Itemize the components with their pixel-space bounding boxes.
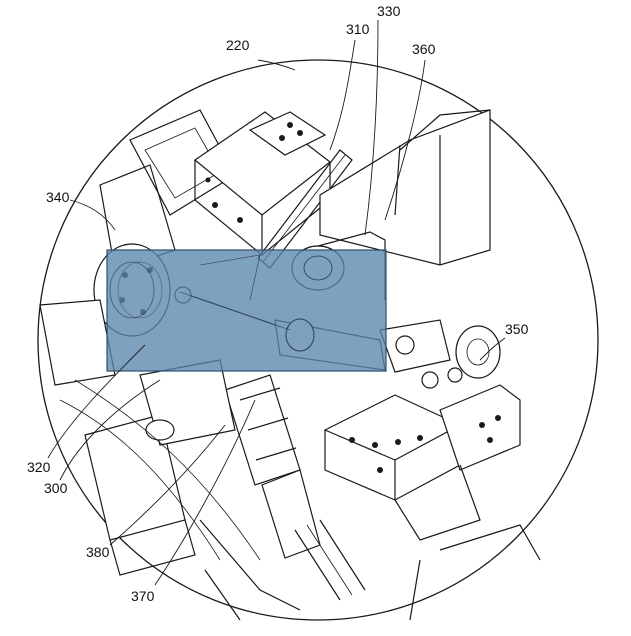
leader-350 [479, 337, 506, 361]
ref-300: 300 [44, 480, 68, 496]
ref-380: 380 [86, 544, 110, 560]
view-circle [37, 59, 599, 621]
ref-330: 330 [377, 3, 401, 19]
leader-lines [47, 19, 506, 586]
ref-370: 370 [131, 588, 155, 604]
leader-320 [47, 344, 146, 459]
leader-370 [154, 399, 256, 586]
leader-310 [329, 39, 356, 151]
machine-drawing [39, 109, 541, 621]
ref-220: 220 [226, 37, 250, 53]
leader-360 [384, 59, 426, 221]
highlight-box [106, 249, 387, 372]
highlight-overlay-lines [109, 254, 333, 352]
leader-220 [257, 59, 296, 71]
leader-380 [109, 424, 226, 546]
ref-310: 310 [346, 21, 370, 37]
leader-300 [59, 379, 161, 481]
ref-360: 360 [412, 41, 436, 57]
leader-340 [69, 199, 116, 231]
ref-320: 320 [27, 459, 51, 475]
leader-330 [364, 19, 379, 236]
ref-340: 340 [46, 189, 70, 205]
ref-350: 350 [505, 321, 529, 337]
